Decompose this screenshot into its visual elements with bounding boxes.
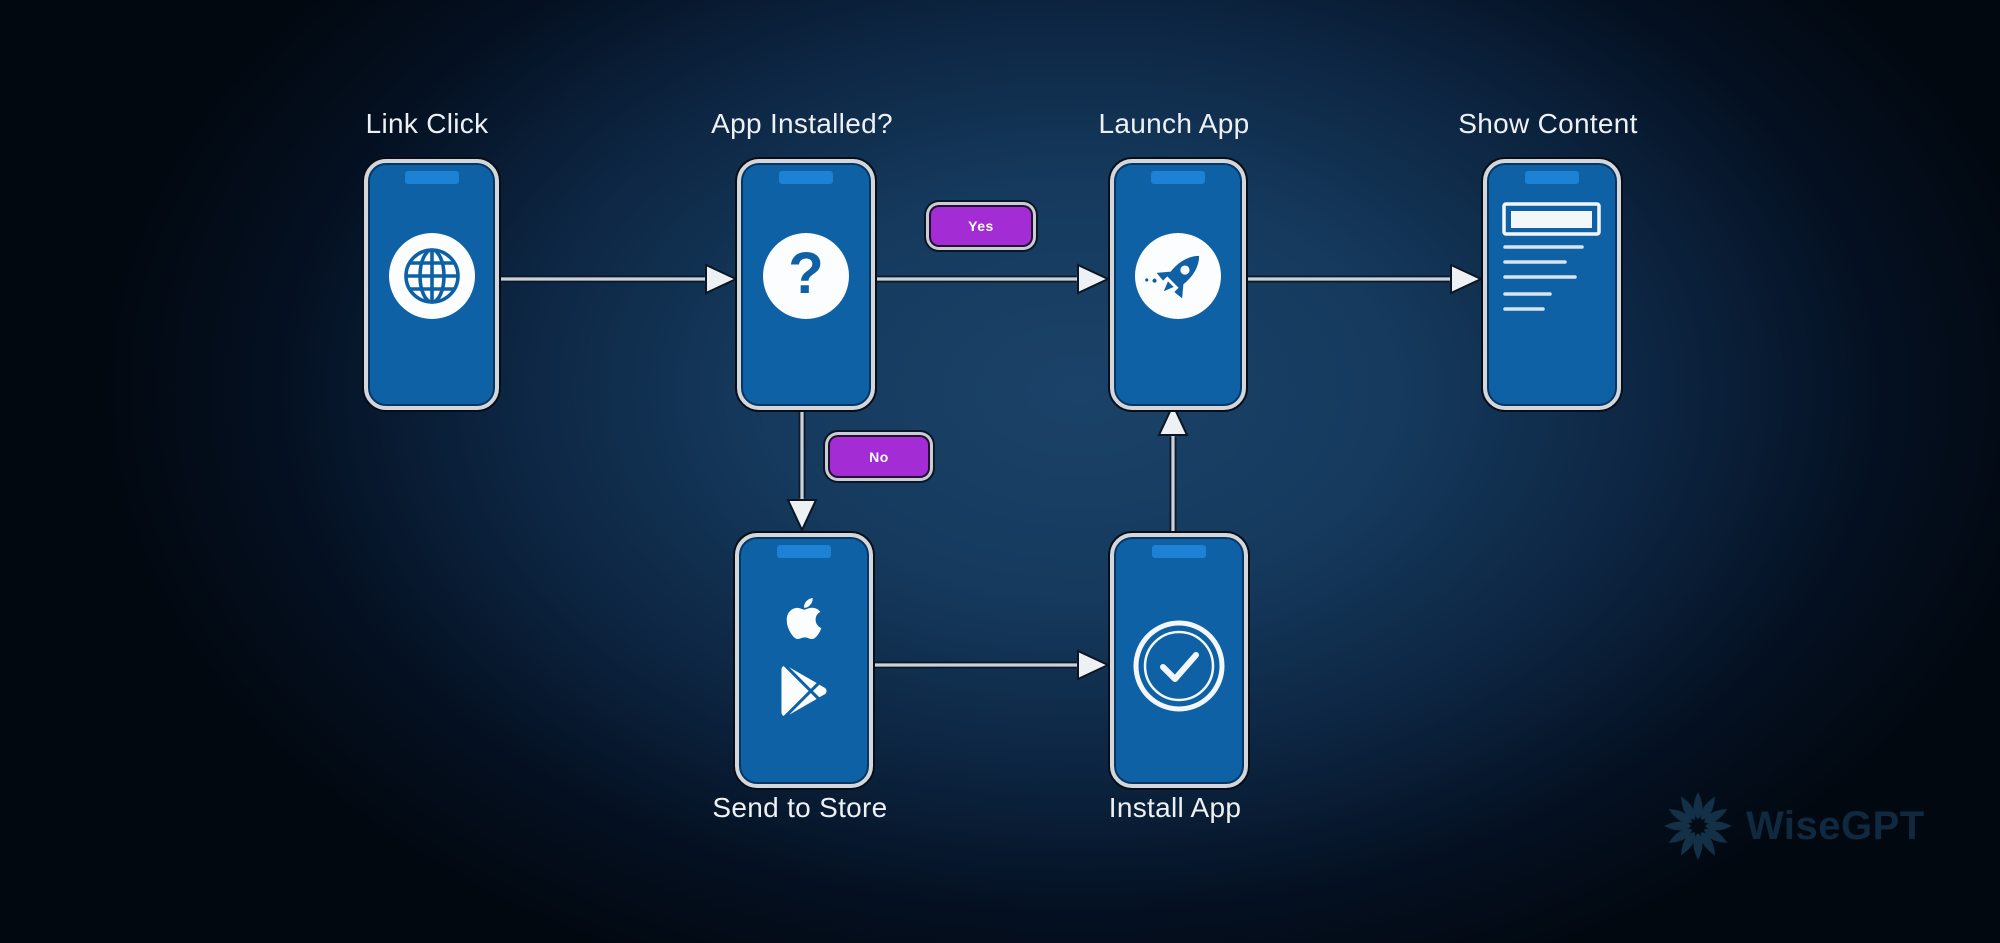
arrow-appinstalled-launchapp bbox=[868, 263, 1111, 295]
phone-notch bbox=[1151, 171, 1205, 184]
phone-notch bbox=[779, 171, 833, 184]
phone-notch bbox=[777, 545, 831, 558]
watermark-text: WiseGPT bbox=[1746, 803, 1925, 848]
phone-notch bbox=[404, 171, 459, 184]
edge-badge-yes: Yes bbox=[931, 207, 1031, 245]
wisegpt-logo-icon bbox=[1664, 792, 1732, 860]
check-circle-icon bbox=[1133, 620, 1225, 712]
phone-send-to-store bbox=[735, 533, 873, 788]
node-label-launch-app: Launch App bbox=[1098, 108, 1250, 139]
rocket-icon bbox=[1135, 233, 1221, 319]
phone-notch bbox=[1525, 171, 1579, 184]
apple-logo-icon bbox=[786, 597, 822, 640]
content-preview-icon bbox=[1502, 202, 1601, 311]
phone-notch bbox=[1152, 545, 1206, 558]
node-label-app-installed: App Installed? bbox=[711, 108, 893, 139]
arrow-installapp-launchapp bbox=[1157, 402, 1189, 531]
arrow-launchapp-showcontent bbox=[1239, 263, 1484, 295]
phone-show-content bbox=[1483, 159, 1621, 410]
node-label-link-click: Link Click bbox=[365, 108, 489, 139]
node-label-install-app: Install App bbox=[1108, 792, 1242, 823]
google-play-icon bbox=[781, 666, 827, 716]
globe-icon bbox=[388, 233, 475, 319]
question-mark-icon: ? bbox=[763, 233, 849, 319]
phone-link-click bbox=[364, 159, 499, 410]
edge-badge-no: No bbox=[830, 437, 928, 476]
node-label-show-content: Show Content bbox=[1458, 108, 1638, 139]
node-label-send-to-store: Send to Store bbox=[712, 792, 888, 823]
phone-install-app bbox=[1110, 533, 1248, 788]
arrow-linkclick-appinstalled bbox=[492, 263, 739, 295]
phone-app-installed: ? bbox=[737, 159, 875, 410]
arrow-appinstalled-sendtostore bbox=[786, 403, 818, 533]
arrow-sendtostore-installapp bbox=[866, 649, 1111, 681]
watermark: WiseGPT bbox=[1658, 786, 1925, 866]
phone-launch-app bbox=[1110, 159, 1246, 410]
